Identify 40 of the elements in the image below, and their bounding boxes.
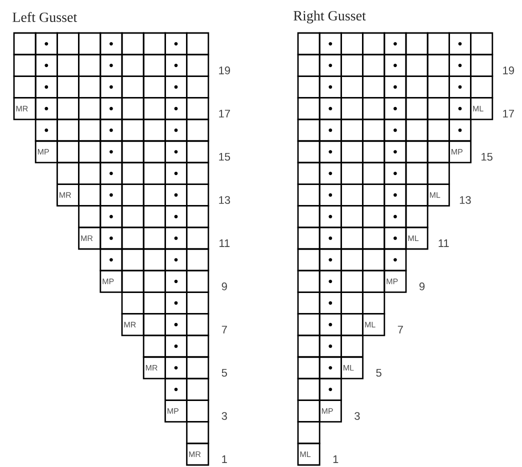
stitch-symbol: MP — [38, 149, 49, 155]
stitch-symbol: MP — [452, 149, 462, 155]
stitch-symbol: MR — [16, 106, 28, 112]
stitch-symbol: MP — [386, 278, 398, 284]
stitch-symbol: MR — [146, 365, 158, 371]
row-number: 17 — [503, 110, 514, 118]
stitch-symbol: MR — [124, 322, 136, 328]
row-number: 7 — [222, 326, 227, 334]
row-number: 1 — [333, 455, 338, 463]
row-number: 19 — [503, 66, 514, 74]
row-number: 3 — [354, 412, 360, 420]
stitch-symbol: MR — [60, 192, 71, 198]
row-number: 15 — [482, 152, 492, 161]
stitch-symbol: MR — [189, 451, 201, 457]
stitch-symbol: ML — [408, 235, 419, 241]
row-number: 3 — [222, 412, 227, 420]
row-number: 11 — [220, 239, 230, 247]
row-number: 5 — [376, 368, 382, 377]
stitch-symbol: ML — [473, 106, 484, 112]
stitch-symbol: ML — [344, 365, 354, 371]
chart-title: Left Gusset — [12, 12, 78, 22]
stitch-symbol: MP — [168, 408, 178, 414]
row-number: 1 — [222, 455, 227, 463]
stitch-symbol: ML — [300, 451, 311, 457]
row-number: 13 — [460, 196, 471, 204]
row-number: 5 — [222, 368, 227, 377]
row-number: 15 — [219, 152, 230, 161]
stitch-symbol: ML — [430, 192, 440, 198]
stitch-symbol: MP — [322, 408, 333, 414]
row-number: 11 — [438, 239, 449, 247]
row-number: 19 — [219, 66, 230, 74]
stitch-symbol: ML — [365, 322, 376, 328]
row-number: 9 — [222, 282, 227, 290]
stitch-symbol: MR — [81, 235, 93, 241]
chart-title: Right Gusset — [294, 10, 366, 24]
row-number: 7 — [398, 326, 403, 334]
row-number: 9 — [419, 282, 425, 290]
stitch-symbol: MP — [102, 278, 114, 284]
row-number: 13 — [219, 196, 230, 204]
row-number: 17 — [219, 110, 230, 118]
